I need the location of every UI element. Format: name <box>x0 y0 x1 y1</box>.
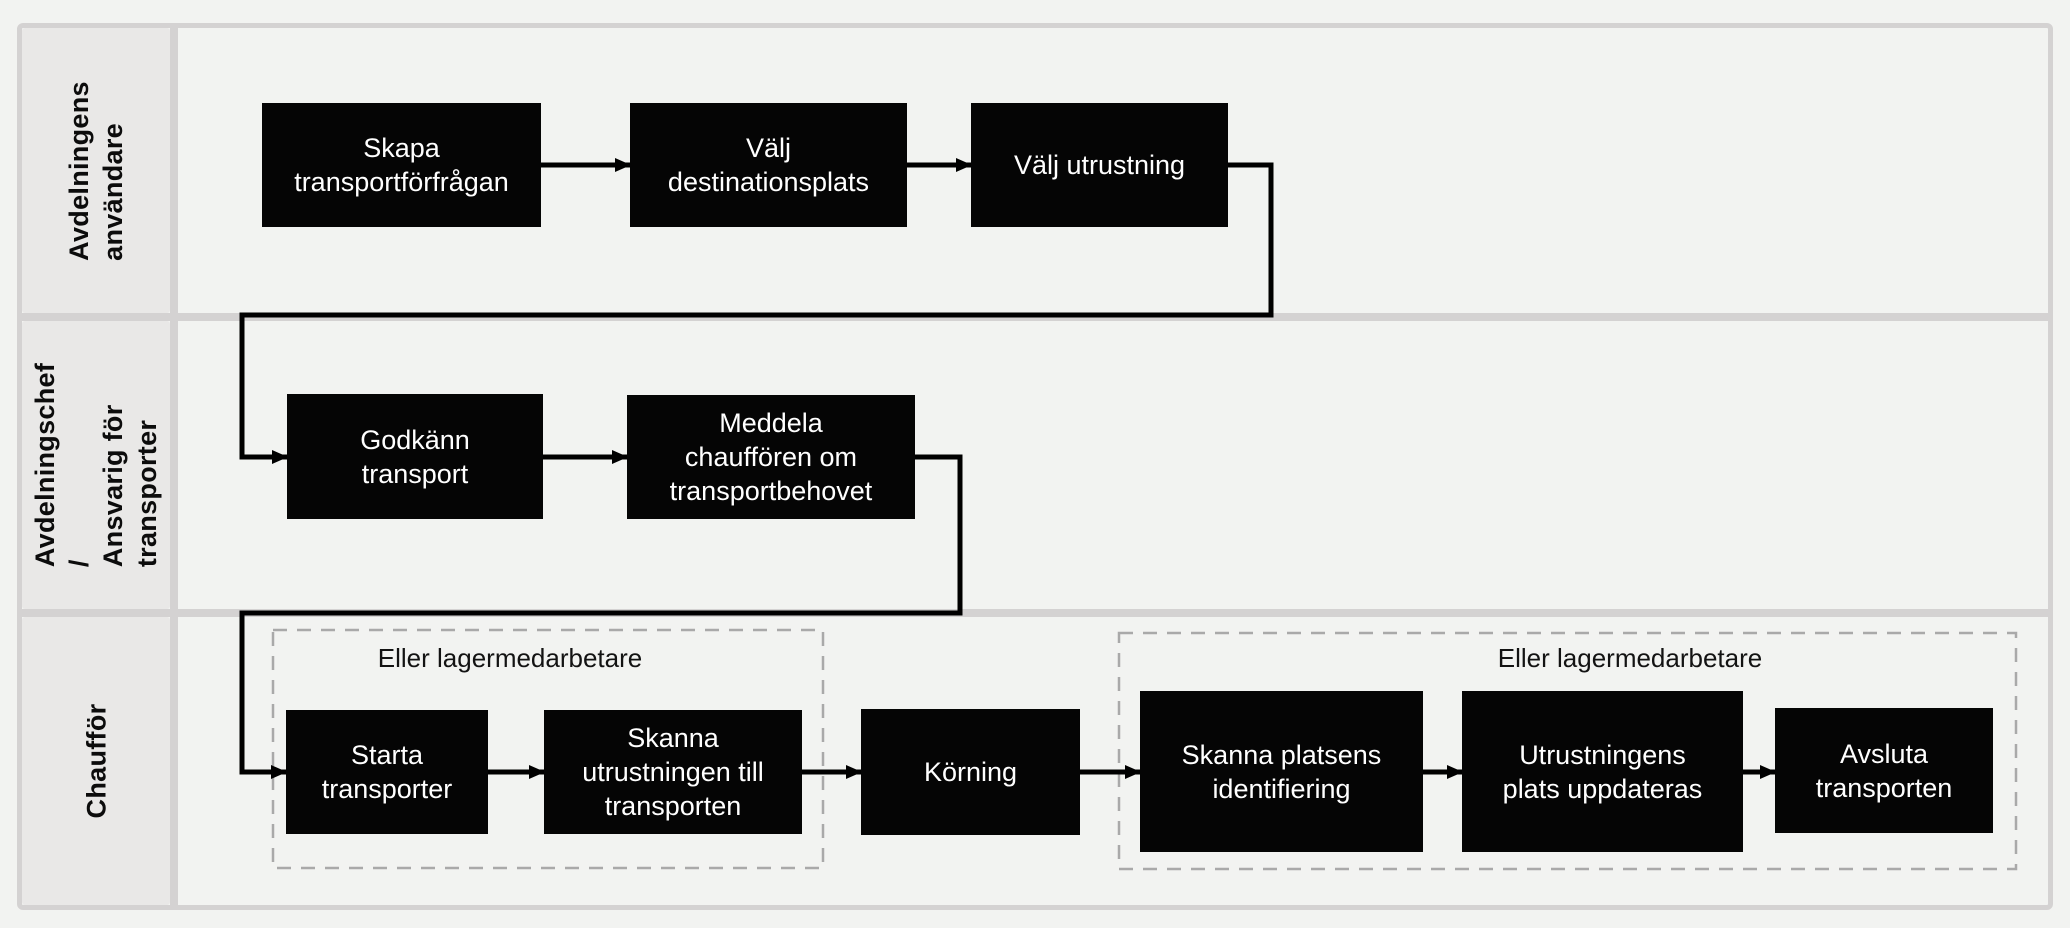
node-utrustningens-plats: Utrustningens plats uppdateras <box>1462 691 1743 852</box>
node-starta-transporter: Starta transporter <box>286 710 488 834</box>
node-skapa-transportforfragan: Skapa transportförfrågan <box>262 103 541 227</box>
node-avsluta-transporten: Avsluta transporten <box>1775 708 1993 833</box>
lane-divider-2 <box>22 609 2048 617</box>
node-valj-utrustning: Välj utrustning <box>971 103 1228 227</box>
node-skanna-utrustningen: Skanna utrustningen till transporten <box>544 710 802 834</box>
lane-cell-avdelningens-anvandare: Avdelningens användare <box>22 28 170 313</box>
node-valj-destinationsplats: Välj destinationsplats <box>630 103 907 227</box>
edge-valj-utrustning-to-godkann <box>239 162 1274 464</box>
node-godkann-transport: Godkänn transport <box>287 394 543 519</box>
node-meddela-chaufforen: Meddela chauffören om transportbehovet <box>627 395 915 519</box>
group-box-1 <box>271 628 825 870</box>
lane-label-column-divider <box>170 28 178 905</box>
group-label-1: Eller lagermedarbetare <box>377 643 643 673</box>
lane-cell-avdelningschef: Avdelningschef / Ansvarig för transporte… <box>22 321 170 609</box>
group-label-2: Eller lagermedarbetare <box>1497 643 1763 673</box>
edge-meddela-to-starta <box>239 454 963 779</box>
node-korning: Körning <box>861 709 1080 835</box>
diagram-frame <box>17 23 2053 910</box>
node-skanna-platsens: Skanna platsens identifiering <box>1140 691 1423 852</box>
lane-cell-chauffor: Chaufför <box>22 617 170 905</box>
group-box-2 <box>1117 631 2018 871</box>
